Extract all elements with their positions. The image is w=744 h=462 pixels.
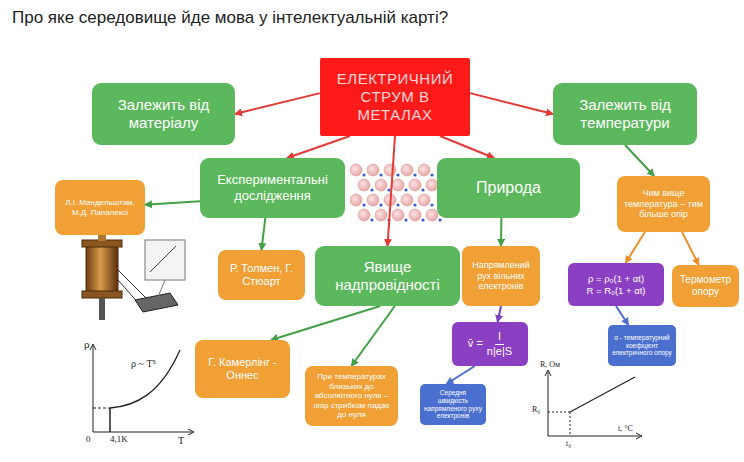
- detail-box: Г. Камерлінг - Оннес: [195, 340, 290, 398]
- node-text: ρ = ρ₀(1 + αt): [588, 273, 644, 284]
- branch-box: Природа: [437, 158, 580, 218]
- formula-box: ρ = ρ₀(1 + αt)R = R₀(1 + αt): [568, 263, 664, 306]
- node-text: v̄ =: [468, 337, 483, 350]
- graph-label: ρ: [84, 338, 90, 350]
- node-text: Природа: [476, 178, 541, 197]
- arrow-connector: [271, 306, 380, 340]
- graph-label: T: [178, 435, 184, 446]
- detail-box: Напрямлений рух вільних електронів: [462, 246, 540, 306]
- node-text: Напрямлений рух вільних електронів: [466, 260, 536, 292]
- arrow-connector: [440, 136, 494, 158]
- detail-box: Л.І. Мандельштам, М.Д. Папалексі: [55, 180, 145, 235]
- arrow-connector: [626, 232, 645, 263]
- arrow-connector: [262, 218, 266, 250]
- fraction: In|e|S: [487, 330, 512, 357]
- node-text: Експериментальні дослідження: [204, 172, 341, 203]
- apparatus: [82, 229, 185, 320]
- graph-label: 0: [86, 434, 91, 444]
- node-text: I: [495, 330, 504, 344]
- arrow-connector: [498, 306, 501, 322]
- formula-box: v̄ = In|e|S: [452, 322, 528, 366]
- ion-lattice: [350, 164, 442, 222]
- node-text: Г. Камерлінг - Оннес: [199, 356, 286, 382]
- node-text: Л.І. Мандельштам, М.Д. Папалексі: [59, 198, 141, 217]
- resistance-graph: [545, 370, 642, 439]
- arrow-connector: [616, 306, 628, 325]
- resistivity-graph: [90, 344, 194, 435]
- node-text: R = R₀(1 + αt): [586, 285, 645, 296]
- graph-label: R₀: [532, 405, 540, 414]
- arrow-connector: [352, 306, 395, 366]
- graph-label: t₀: [566, 439, 571, 448]
- arrow-connector: [500, 218, 502, 246]
- arrow-connector: [388, 136, 396, 246]
- node-text: При температурах близьких до абсолютного…: [309, 372, 394, 420]
- note-box: Середня швидкість напрямленого руху елек…: [420, 384, 486, 425]
- branch-box: Залежить від матеріалу: [92, 83, 235, 145]
- question-title: Про яке середовище йде мова у інтелектуа…: [12, 8, 448, 28]
- node-text: Залежить від температури: [557, 96, 693, 132]
- detail-box: Р. Толмен, Г. Стюарт: [218, 250, 305, 300]
- branch-box: Явище надпровідності: [315, 246, 460, 306]
- arrow-connector: [446, 366, 474, 384]
- node-text: Чим вище температура – тим більше опір: [621, 188, 706, 220]
- graph-label: 4,1K: [110, 434, 128, 444]
- node-text: n|e|S: [487, 345, 512, 358]
- node-text: Середня швидкість напрямленого руху елек…: [424, 389, 482, 420]
- node-text: Р. Толмен, Г. Стюарт: [222, 262, 301, 288]
- arrow-connector: [682, 232, 699, 265]
- node-text: Термометр опору: [676, 274, 735, 298]
- arrow-connector: [145, 201, 200, 205]
- node-text: Явище надпровідності: [319, 258, 456, 294]
- node-text: α - температурний коефіцієнт електричног…: [612, 334, 672, 357]
- graph-label: ρ ~ T⁵: [131, 358, 156, 369]
- branch-box: Експериментальні дослідження: [200, 158, 345, 218]
- branch-box: Залежить від температури: [553, 83, 697, 145]
- arrow-connector: [625, 145, 654, 176]
- central-topic: ЕЛЕКТРИЧНИЙ СТРУМ В МЕТАЛАХ: [320, 58, 470, 136]
- detail-box: Чим вище температура – тим більше опір: [617, 176, 710, 232]
- arrow-connector: [470, 93, 553, 114]
- formula-row: v̄ = In|e|S: [468, 330, 512, 357]
- arrow-connector: [235, 93, 320, 114]
- graph-label: t, °C: [618, 424, 633, 433]
- graph-label: R, Ом: [540, 360, 560, 369]
- arrow-connector: [287, 136, 350, 158]
- node-text: Залежить від матеріалу: [96, 96, 231, 132]
- detail-box: Термометр опору: [672, 265, 739, 307]
- detail-box: При температурах близьких до абсолютного…: [305, 366, 398, 426]
- node-text: ЕЛЕКТРИЧНИЙ СТРУМ В МЕТАЛАХ: [324, 70, 466, 124]
- note-box: α - температурний коефіцієнт електричног…: [608, 325, 676, 366]
